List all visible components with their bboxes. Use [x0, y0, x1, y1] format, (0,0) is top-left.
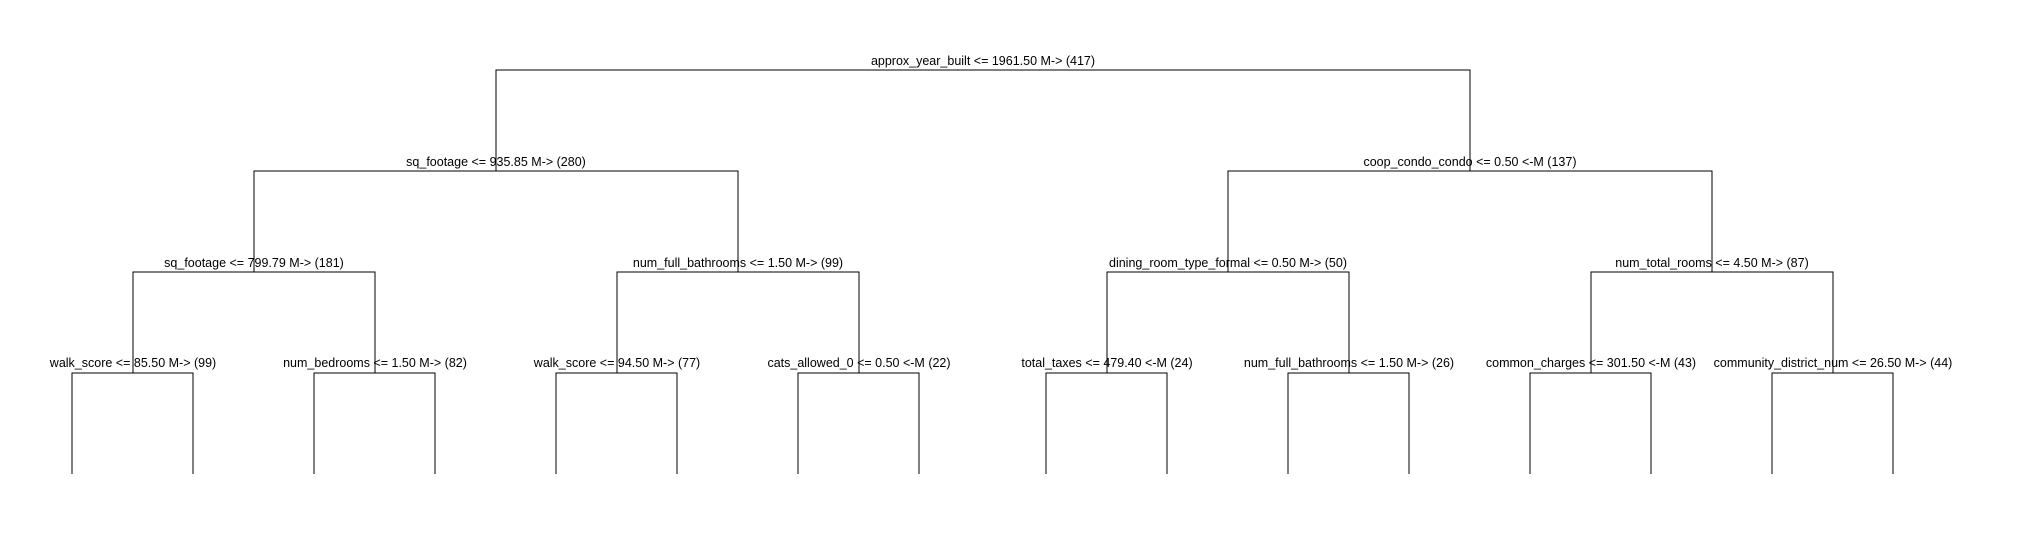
edge-split-root — [495, 69, 1471, 171]
edge-split-R — [1227, 170, 1713, 272]
edge-split-LLL — [71, 372, 194, 474]
node-LRR-label: cats_allowed_0 <= 0.50 <-M (22) — [767, 356, 950, 370]
edge-split-RLR — [1287, 372, 1410, 474]
edge-split-LRR — [797, 372, 920, 474]
node-RRL-label: common_charges <= 301.50 <-M (43) — [1486, 356, 1696, 370]
edge-split-LR — [616, 271, 860, 373]
node-L-label: sq_footage <= 935.85 M-> (280) — [406, 155, 586, 169]
node-LL-label: sq_footage <= 799.79 M-> (181) — [164, 256, 344, 270]
edge-split-L — [253, 170, 739, 272]
node-RLL-label: total_taxes <= 479.40 <-M (24) — [1021, 356, 1192, 370]
edge-split-LLR — [313, 372, 436, 474]
node-LLL-label: walk_score <= 85.50 M-> (99) — [49, 356, 216, 370]
edge-split-LRL — [555, 372, 678, 474]
edge-split-RLL — [1045, 372, 1168, 474]
tree-edges — [71, 69, 1894, 474]
node-RR-label: num_total_rooms <= 4.50 M-> (87) — [1615, 256, 1809, 270]
edge-split-RR — [1590, 271, 1834, 373]
edge-split-RRL — [1529, 372, 1652, 474]
node-LRL-label: walk_score <= 94.50 M-> (77) — [533, 356, 700, 370]
node-root-label: approx_year_built <= 1961.50 M-> (417) — [871, 54, 1095, 68]
node-RLR-label: num_full_bathrooms <= 1.50 M-> (26) — [1244, 356, 1454, 370]
node-RL-label: dining_room_type_formal <= 0.50 M-> (50) — [1109, 256, 1347, 270]
edge-split-RRR — [1771, 372, 1894, 474]
node-LR-label: num_full_bathrooms <= 1.50 M-> (99) — [633, 256, 843, 270]
edge-split-RL — [1106, 271, 1350, 373]
node-R-label: coop_condo_condo <= 0.50 <-M (137) — [1363, 155, 1576, 169]
node-RRR-label: community_district_num <= 26.50 M-> (44) — [1714, 356, 1953, 370]
edge-split-LL — [132, 271, 376, 373]
node-LLR-label: num_bedrooms <= 1.50 M-> (82) — [283, 356, 467, 370]
